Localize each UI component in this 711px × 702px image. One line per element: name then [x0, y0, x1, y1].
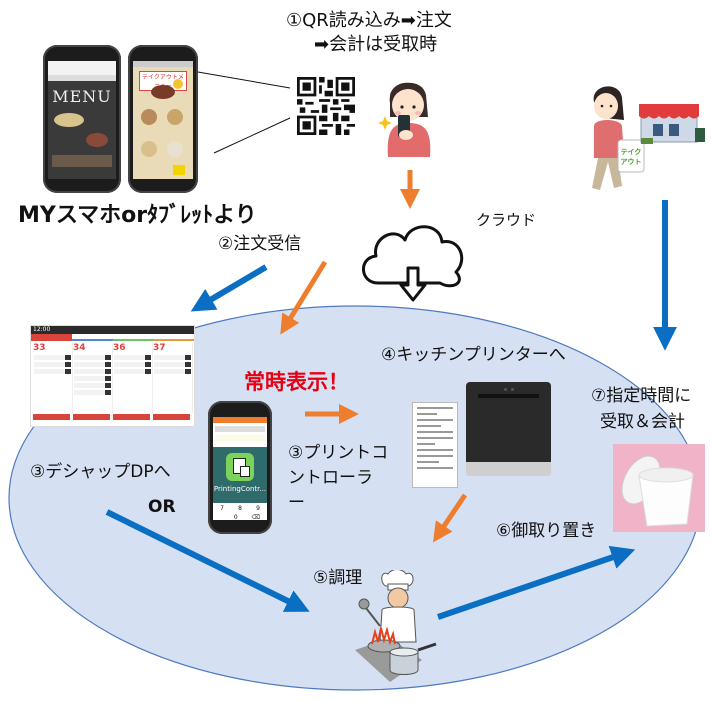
svg-text:アウト: アウト [621, 157, 642, 166]
order-number: 37 [153, 343, 166, 353]
key[interactable]: 9 [256, 505, 260, 512]
order-column: 36 [113, 343, 153, 413]
order-column: 33 [33, 343, 73, 413]
step4-label: ④キッチンプリンターへ [381, 345, 566, 365]
smartphone-takeout-menu: テイクアウトメニュー [128, 45, 198, 193]
dashboard-tabs [31, 334, 194, 341]
step5-label: ⑤調理 [313, 568, 363, 588]
order-number: 36 [113, 343, 126, 353]
cloud-label: クラウド [476, 211, 537, 229]
connector-line-top [197, 71, 291, 89]
order-column: 34 [73, 343, 113, 413]
order-column: 37 [153, 343, 193, 413]
keypad-row2: 0 ⌫ [213, 514, 267, 520]
order-number: 34 [73, 343, 86, 353]
takeout-menu-screen: テイクアウトメニュー [133, 61, 193, 179]
shop-storefront-illustration [637, 100, 707, 150]
takeout-bag-text: テイク [621, 147, 642, 156]
arrow-to-print-controller [280, 260, 328, 335]
step3-print-label-line3: ー [288, 493, 305, 513]
step7-label-line1: ⑦指定時間に [591, 386, 692, 406]
chef-cooking-illustration [350, 569, 450, 685]
print-controller-screen: PrintingContr... 7 8 9 0 ⌫ [213, 417, 267, 520]
arrow-deshap-to-chef [105, 509, 310, 612]
step7-label-line2: 受取＆会計 [600, 412, 685, 432]
step2-label: ②注文受信 [218, 234, 302, 254]
menu-screen: MENU [48, 61, 116, 179]
smartphone-menu-dark: MENU [43, 45, 121, 193]
complete-button[interactable] [33, 414, 70, 420]
key[interactable]: 0 [233, 514, 238, 520]
connector-line-bottom [213, 117, 291, 154]
arrow-chef-to-pickup [437, 545, 636, 620]
source-caption: MYスマホorﾀﾌﾞﾚｯﾄより [18, 203, 257, 228]
app-tile-area: PrintingContr... [213, 447, 267, 503]
complete-button[interactable] [113, 414, 150, 420]
arrow-printer-to-chef [432, 493, 468, 543]
step3-print-label-line2: ントローラ [288, 468, 373, 488]
key[interactable]: 8 [238, 505, 242, 512]
qr-code-icon[interactable] [297, 77, 355, 135]
complete-button[interactable] [153, 414, 190, 420]
app-name: PrintingContr... [213, 485, 267, 493]
or-label: OR [148, 497, 176, 517]
takeout-cup-illustration [613, 444, 705, 532]
printing-controller-app-icon[interactable] [226, 453, 254, 481]
woman-with-smartphone-illustration [378, 73, 440, 168]
step1-label-line2: ➡会計は受取時 [314, 34, 438, 55]
key[interactable]: ⌫ [251, 514, 261, 520]
cloud-download-icon [362, 225, 464, 302]
deshap-display-screen: 12:00 33 34 36 37 [30, 325, 195, 427]
dashboard-clock: 12:00 [31, 326, 194, 334]
step6-label: ⑥御取り置き [496, 521, 597, 541]
order-number: 33 [33, 343, 46, 353]
key[interactable]: 7 [220, 505, 224, 512]
smartphone-print-controller: PrintingContr... 7 8 9 0 ⌫ [208, 401, 272, 534]
always-display-label: 常時表示！ [244, 370, 349, 394]
woman-with-takeout-bag-illustration: テイク アウト [580, 80, 660, 195]
complete-button[interactable] [73, 414, 110, 420]
step3-print-label-line1: ③プリントコ [288, 443, 389, 463]
arrow-to-deshap [190, 264, 268, 312]
order-receipt [412, 402, 458, 488]
step1-label-line1: ①QR読み込み➡注文 [286, 10, 452, 31]
menu-title: MENU [52, 87, 112, 106]
kitchen-printer-illustration [466, 382, 551, 476]
step3-deshap-label: ③デシャップDPへ [30, 462, 171, 482]
keypad: 7 8 9 [213, 505, 267, 512]
